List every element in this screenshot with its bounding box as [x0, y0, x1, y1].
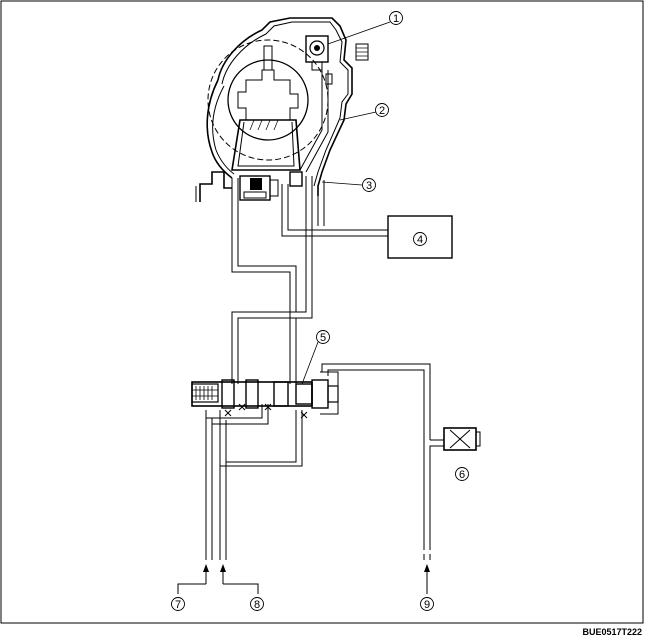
callout-6-label: 6: [459, 469, 465, 481]
callout-2-label: 2: [379, 105, 385, 117]
top-valve-assembly: [305, 35, 333, 85]
figure-border: [0, 0, 644, 624]
cone-hatch: [249, 119, 279, 131]
callout-7: 7: [171, 597, 185, 611]
callout-1: 1: [389, 11, 403, 25]
callout-4-label: 4: [417, 234, 423, 246]
oil-passages: [205, 176, 444, 560]
callout-1-label: 1: [393, 13, 399, 25]
control-valve-body: [191, 371, 339, 419]
callout-9-label: 9: [424, 599, 430, 611]
clutch-housing: [195, 17, 369, 202]
component-4-box: [387, 215, 453, 259]
callout-3-label: 3: [366, 180, 372, 192]
callout-5: 5: [316, 330, 330, 344]
housing-bolt: [355, 43, 369, 61]
callout-9: 9: [420, 597, 434, 611]
callout-8: 8: [250, 597, 264, 611]
callout-leaders: [301, 21, 391, 385]
callout-8-label: 8: [254, 599, 260, 611]
callout-3: 3: [362, 178, 376, 192]
callout-5-label: 5: [320, 332, 326, 344]
solenoid-6: [443, 427, 481, 451]
figure-code: BUE0517T222: [582, 627, 642, 637]
callout-6: 6: [455, 467, 469, 481]
callout-7-label: 7: [175, 599, 181, 611]
callout-2: 2: [375, 103, 389, 117]
lower-valve-block: [239, 175, 271, 201]
flow-arrows: [177, 564, 430, 594]
callout-4: 4: [413, 232, 427, 246]
